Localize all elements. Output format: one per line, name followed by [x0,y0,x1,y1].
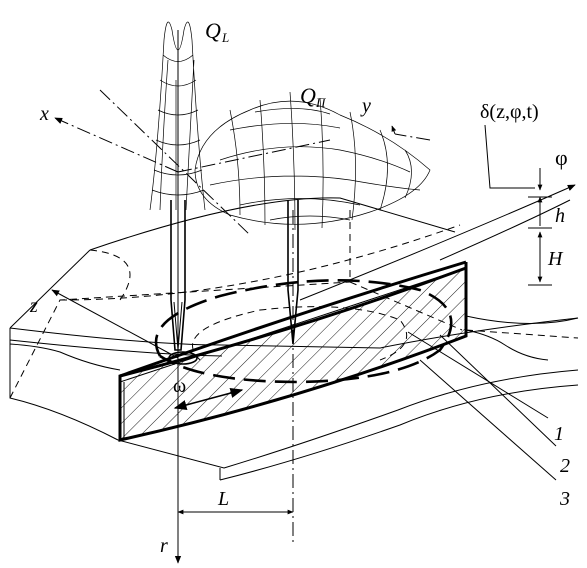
q-plasma-subscript: П [315,95,327,110]
delta-label: δ(z,φ,t) [480,101,539,123]
slab-right-face [465,315,579,325]
slab-left-face [9,328,119,441]
laser-profile-mesh [149,21,206,211]
workpiece-slab [9,197,579,481]
plasma-beam-body [287,200,299,345]
axis-z-line [51,289,179,359]
q-plasma-label: Q [300,83,316,108]
axis-diagonal-guide [99,89,251,236]
slab-right-wave [465,329,549,361]
callout-2-label: 2 [560,455,570,477]
q-laser-label: Q [205,18,221,43]
axis-y-line [394,133,431,141]
heat-zone-ellipse [154,279,453,384]
axis-x-label: x [39,103,49,125]
slab-top-left-edge [9,249,91,329]
omega-arrow [173,388,244,410]
callout-1-leader [407,331,549,419]
plasma-beam [194,91,431,545]
laser-beam [149,21,206,555]
inner-zone-ellipse [192,306,408,361]
callout-2-leader [439,334,557,447]
callout-3-label: 3 [559,488,570,510]
slab-top-back-edge [89,197,456,251]
slab-front-bottom-edge [219,384,579,481]
axis-z-label: z [29,295,38,317]
slab-front-lower-edge [117,369,579,469]
callout-1-label: 1 [554,423,564,445]
phi-label: φ [555,145,568,170]
phi-direction-line-2 [439,199,571,261]
axis-y-guide [177,139,331,173]
callout-3-leader [419,359,557,481]
axis-r-label: r [160,535,168,557]
slab-hidden-top [59,224,461,301]
slab-front-wave [9,343,121,371]
track-top-surface-2 [119,267,467,383]
L-label: L [217,488,229,510]
plasma-profile-mesh [194,91,431,231]
laser-spot-ellipse [168,351,198,365]
axis-x-line [54,117,179,173]
laser-beam-tip [173,301,183,351]
axis-y-arrow [391,125,397,135]
delta-leader [484,124,535,189]
axis-y-label: y [360,95,371,117]
omega-label: ω [173,375,186,397]
H-label: H [547,248,564,270]
q-laser-subscript: L [221,30,229,45]
h-label: h [555,205,565,227]
